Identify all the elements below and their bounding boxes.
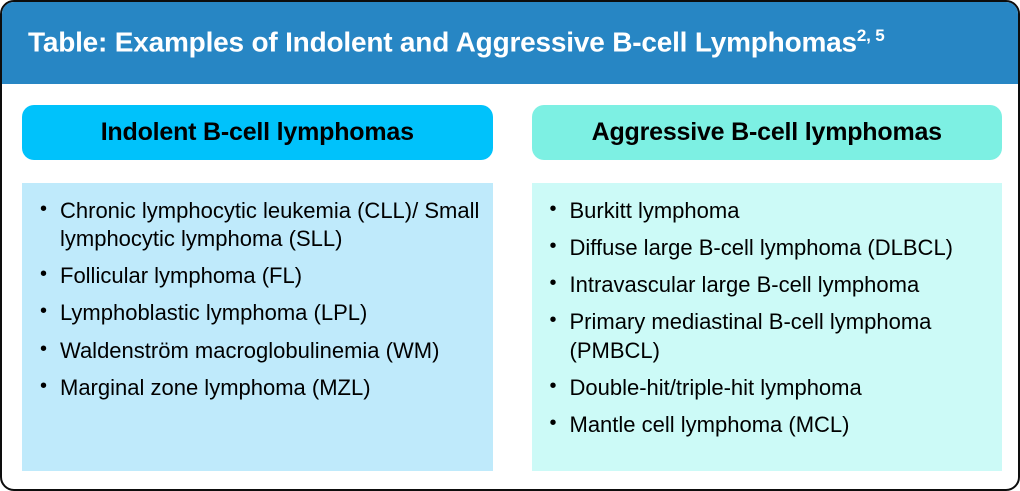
column-body-aggressive: Burkitt lymphoma Diffuse large B-cell ly… <box>531 183 1002 471</box>
list-item: Mantle cell lymphoma (MCL) <box>542 411 993 439</box>
list-item: Double-hit/triple-hit lymphoma <box>542 374 993 402</box>
list-item: Chronic lymphocytic leukemia (CLL)/ Smal… <box>32 197 483 253</box>
column-header-aggressive: Aggressive B-cell lymphomas <box>531 105 1002 160</box>
column-body-indolent: Chronic lymphocytic leukemia (CLL)/ Smal… <box>22 183 493 471</box>
indolent-lymphoma-list: Chronic lymphocytic leukemia (CLL)/ Smal… <box>32 197 483 402</box>
list-item: Intravascular large B-cell lymphoma <box>542 271 993 299</box>
list-item: Diffuse large B-cell lymphoma (DLBCL) <box>542 234 993 262</box>
column-indolent: Indolent B-cell lymphomas Chronic lympho… <box>22 105 493 471</box>
column-header-indolent: Indolent B-cell lymphomas <box>22 105 493 160</box>
list-item: Waldenström macroglobulinemia (WM) <box>32 337 483 365</box>
list-item: Lymphoblastic lymphoma (LPL) <box>32 299 483 327</box>
list-item: Burkitt lymphoma <box>542 197 993 225</box>
page-title-reference-superscript: 2, 5 <box>856 25 885 45</box>
page-title-text: Table: Examples of Indolent and Aggressi… <box>28 26 857 58</box>
list-item: Primary mediastinal B-cell lymphoma (PMB… <box>542 308 993 364</box>
figure-title-bar: Table: Examples of Indolent and Aggressi… <box>2 2 1018 84</box>
column-header-aggressive-label: Aggressive B-cell lymphomas <box>591 118 942 146</box>
page-title: Table: Examples of Indolent and Aggressi… <box>28 25 885 58</box>
aggressive-lymphoma-list: Burkitt lymphoma Diffuse large B-cell ly… <box>542 197 993 439</box>
column-aggressive: Aggressive B-cell lymphomas Burkitt lymp… <box>531 105 1002 471</box>
table-columns: Indolent B-cell lymphomas Chronic lympho… <box>22 105 1002 471</box>
column-header-indolent-label: Indolent B-cell lymphomas <box>100 118 414 146</box>
list-item: Follicular lymphoma (FL) <box>32 262 483 290</box>
list-item: Marginal zone lymphoma (MZL) <box>32 374 483 402</box>
